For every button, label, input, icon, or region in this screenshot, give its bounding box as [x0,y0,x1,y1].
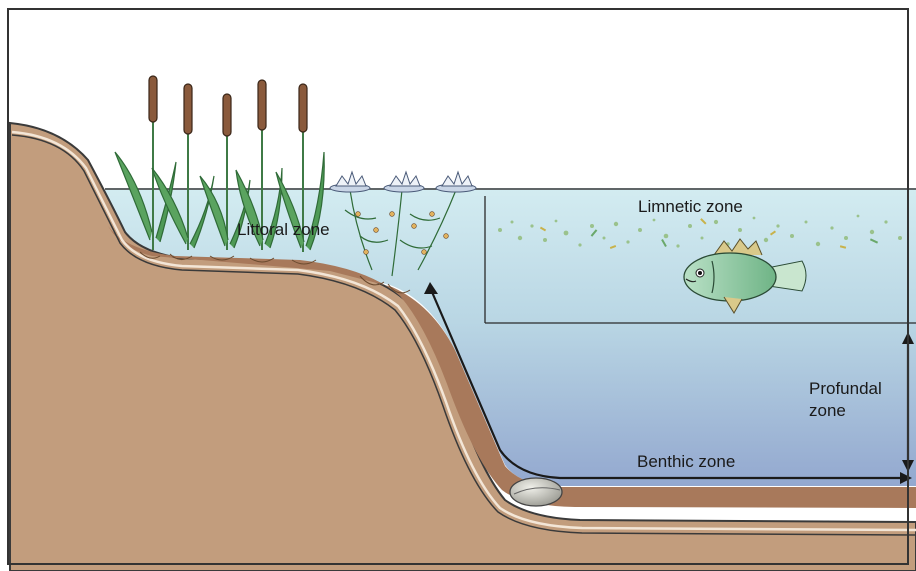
littoral-zone-label: Littoral zone [237,219,330,241]
profundal-zone-label: Profundal zone [809,378,904,422]
clam-icon [510,478,562,506]
benthic-zone-label: Benthic zone [637,451,735,473]
limnetic-zone-label: Limnetic zone [638,196,743,218]
